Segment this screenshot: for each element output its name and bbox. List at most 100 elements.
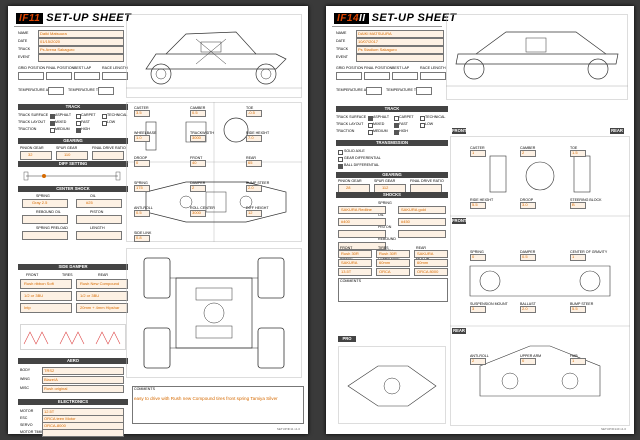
drawing-field[interactable] bbox=[190, 110, 206, 117]
tires-field[interactable] bbox=[76, 303, 128, 313]
tire-field[interactable] bbox=[414, 250, 448, 258]
drawing-field[interactable] bbox=[134, 210, 150, 217]
shock-field[interactable] bbox=[22, 199, 68, 208]
drawing-field[interactable] bbox=[570, 202, 586, 209]
drawing-field[interactable] bbox=[246, 185, 262, 192]
track-checkbox[interactable] bbox=[76, 120, 81, 126]
header-field[interactable] bbox=[356, 38, 444, 46]
gear-field[interactable] bbox=[56, 151, 88, 160]
drawing-field[interactable] bbox=[470, 202, 486, 209]
track-checkbox[interactable] bbox=[76, 113, 81, 119]
drawing-field[interactable] bbox=[520, 150, 536, 157]
track-checkbox[interactable] bbox=[102, 113, 107, 119]
track-checkbox[interactable] bbox=[368, 115, 373, 121]
shock-field[interactable] bbox=[338, 218, 386, 226]
result-field[interactable] bbox=[420, 72, 446, 80]
drawing-field[interactable] bbox=[520, 358, 536, 365]
result-field[interactable] bbox=[102, 72, 128, 80]
header-field[interactable] bbox=[356, 54, 444, 62]
row-field[interactable] bbox=[42, 429, 124, 437]
tires-field[interactable] bbox=[20, 291, 72, 301]
drawing-field[interactable] bbox=[470, 150, 486, 157]
header-field[interactable] bbox=[356, 30, 444, 38]
drawing-field[interactable] bbox=[134, 110, 150, 117]
tire-field[interactable] bbox=[376, 268, 410, 276]
temp-field[interactable] bbox=[366, 87, 382, 95]
drawing-field[interactable] bbox=[520, 254, 536, 261]
shock-field[interactable] bbox=[76, 199, 122, 208]
comments-box[interactable] bbox=[338, 278, 448, 302]
shock-field[interactable] bbox=[338, 206, 386, 214]
transmission-checkbox[interactable] bbox=[338, 156, 343, 162]
drawing-field[interactable] bbox=[246, 210, 262, 217]
header-field[interactable] bbox=[38, 46, 124, 54]
header-field[interactable] bbox=[38, 38, 124, 46]
result-field[interactable] bbox=[364, 72, 390, 80]
shock-field[interactable] bbox=[398, 206, 446, 214]
header-field[interactable] bbox=[356, 46, 444, 54]
drawing-field[interactable] bbox=[190, 185, 206, 192]
drawing-field[interactable] bbox=[570, 150, 586, 157]
temp-field[interactable] bbox=[48, 87, 64, 95]
drawing-field[interactable] bbox=[190, 160, 206, 167]
track-checkbox[interactable] bbox=[368, 122, 373, 128]
drawing-field[interactable] bbox=[520, 202, 536, 209]
result-field[interactable] bbox=[46, 72, 72, 80]
drawing-field[interactable] bbox=[246, 160, 262, 167]
drawing-field[interactable] bbox=[190, 210, 206, 217]
tire-field[interactable] bbox=[376, 250, 410, 258]
track-checkbox[interactable] bbox=[50, 113, 55, 119]
drawing-field[interactable] bbox=[570, 358, 586, 365]
track-checkbox[interactable] bbox=[394, 115, 399, 121]
tires-field[interactable] bbox=[76, 279, 128, 289]
tire-field[interactable] bbox=[376, 259, 410, 267]
result-field[interactable] bbox=[336, 72, 362, 80]
track-checkbox[interactable] bbox=[102, 120, 107, 126]
result-field[interactable] bbox=[74, 72, 100, 80]
gear-field[interactable] bbox=[92, 151, 124, 160]
tire-field[interactable] bbox=[338, 250, 372, 258]
shock-field[interactable] bbox=[76, 231, 122, 240]
tires-field[interactable] bbox=[76, 291, 128, 301]
header-field[interactable] bbox=[38, 54, 124, 62]
track-checkbox[interactable] bbox=[76, 127, 81, 133]
shock-field[interactable] bbox=[22, 231, 68, 240]
result-field[interactable] bbox=[392, 72, 418, 80]
track-checkbox[interactable] bbox=[368, 129, 373, 135]
tires-field[interactable] bbox=[20, 303, 72, 313]
drawing-field[interactable] bbox=[134, 135, 150, 142]
tires-field[interactable] bbox=[20, 279, 72, 289]
temp-field[interactable] bbox=[98, 87, 114, 95]
row-field[interactable] bbox=[42, 376, 124, 384]
shock-field[interactable] bbox=[338, 230, 386, 238]
drawing-field[interactable] bbox=[570, 254, 586, 261]
drawing-field[interactable] bbox=[470, 254, 486, 261]
comments-box[interactable] bbox=[132, 386, 304, 424]
drawing-field[interactable] bbox=[520, 306, 536, 313]
track-checkbox[interactable] bbox=[420, 122, 425, 128]
temp-field[interactable] bbox=[416, 87, 432, 95]
result-field[interactable] bbox=[18, 72, 44, 80]
row-field[interactable] bbox=[42, 367, 124, 375]
drawing-field[interactable] bbox=[246, 135, 262, 142]
track-checkbox[interactable] bbox=[394, 122, 399, 128]
drawing-field[interactable] bbox=[134, 160, 150, 167]
shock-field[interactable] bbox=[398, 230, 446, 238]
shock-field[interactable] bbox=[76, 215, 122, 224]
tire-field[interactable] bbox=[338, 259, 372, 267]
track-checkbox[interactable] bbox=[420, 115, 425, 121]
header-field[interactable] bbox=[38, 30, 124, 38]
drawing-field[interactable] bbox=[470, 358, 486, 365]
shock-field[interactable] bbox=[338, 242, 386, 250]
drawing-field[interactable] bbox=[190, 135, 206, 142]
row-field[interactable] bbox=[42, 385, 124, 393]
transmission-checkbox[interactable] bbox=[338, 163, 343, 169]
track-checkbox[interactable] bbox=[50, 120, 55, 126]
transmission-checkbox[interactable] bbox=[338, 149, 343, 155]
drawing-field[interactable] bbox=[470, 306, 486, 313]
drawing-field[interactable] bbox=[134, 235, 150, 242]
gear-field[interactable] bbox=[20, 151, 52, 160]
drawing-field[interactable] bbox=[246, 110, 262, 117]
shock-field[interactable] bbox=[398, 218, 446, 226]
drawing-field[interactable] bbox=[134, 185, 150, 192]
